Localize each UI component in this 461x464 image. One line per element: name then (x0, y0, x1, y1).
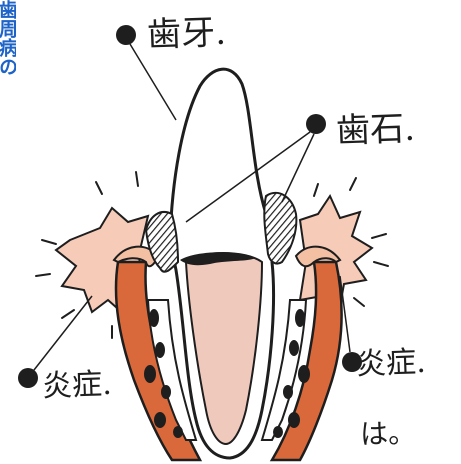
label-inflammation-left: 炎症. (41, 359, 112, 405)
label-inflammation-right: 炎症. (355, 337, 426, 383)
label-tooth: 歯牙. (146, 5, 226, 57)
bullet-calculus (306, 114, 326, 134)
artist-signature: は。 (359, 411, 416, 453)
bullet-tooth (116, 25, 136, 45)
side-title: 歯周病の (0, 0, 16, 175)
bullet-inflammation-left (18, 368, 38, 388)
tooth (170, 69, 274, 458)
label-calculus: 歯石. (335, 101, 415, 153)
